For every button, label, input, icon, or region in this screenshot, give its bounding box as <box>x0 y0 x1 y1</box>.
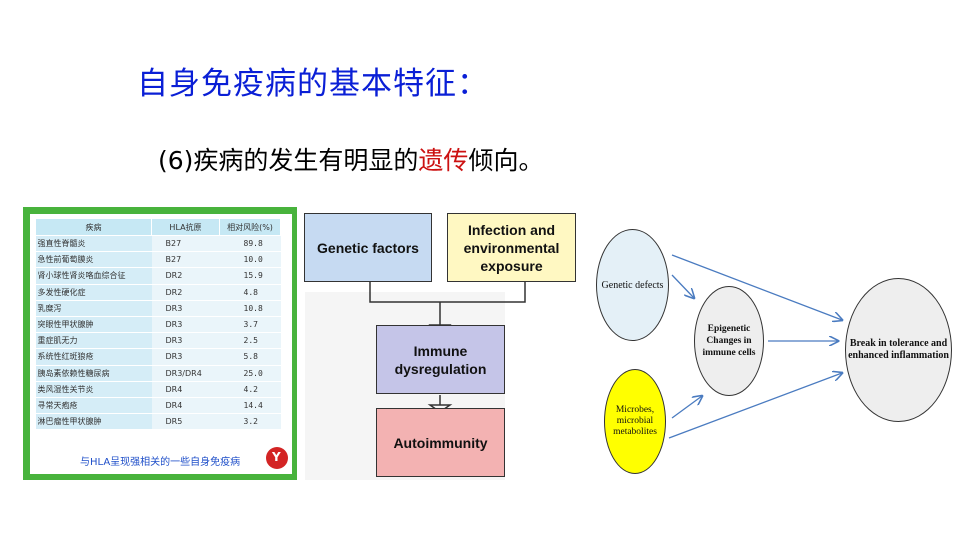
publisher-logo <box>266 447 288 469</box>
table-cell: 10.8 <box>219 300 281 317</box>
table-cell: 25.0 <box>219 365 281 382</box>
table-header-row: 疾病 HLA抗原 相对风险(%) <box>35 218 281 236</box>
table-cell: 10.0 <box>219 251 281 269</box>
table-cell: 类风湿性关节炎 <box>35 381 152 398</box>
table-cell: 强直性脊髓炎 <box>35 235 152 253</box>
table-cell: 突眼性甲状腺肿 <box>35 316 152 334</box>
subtitle-suffix: 倾向。 <box>468 146 544 175</box>
table-cell: 乳糜泻 <box>35 300 152 317</box>
table-cell: 多发性硬化症 <box>35 284 152 301</box>
table-cell: 3.2 <box>219 413 281 431</box>
table-cell: B27 <box>151 235 220 253</box>
arrow <box>671 254 842 320</box>
table-cell: 4.2 <box>219 381 281 398</box>
immune-dysregulation-box: Immune dysregulation <box>376 325 505 394</box>
table-cell: B27 <box>151 251 220 269</box>
arrow <box>668 373 842 439</box>
table-cell: 重症肌无力 <box>35 332 152 350</box>
subtitle-prefix: (6)疾病的发生有明显的 <box>158 146 419 175</box>
table-cell: DR4 <box>151 397 220 415</box>
table-cell: DR3 <box>151 316 220 334</box>
table-cell: DR3 <box>151 348 220 366</box>
arrow <box>671 396 702 419</box>
column-header: 相对风险(%) <box>219 218 281 236</box>
table-cell: DR3 <box>151 332 220 350</box>
table-cell: 14.4 <box>219 397 281 415</box>
column-header: 疾病 <box>35 218 152 236</box>
table-cell: 4.8 <box>219 284 281 301</box>
break-tolerance-oval: Break in tolerance and enhanced inflamma… <box>845 278 952 422</box>
table-cell: 15.9 <box>219 267 281 285</box>
slide-subtitle: (6)疾病的发生有明显的遗传倾向。 <box>158 141 543 177</box>
table-cell: DR3/DR4 <box>151 365 220 382</box>
table-cell: DR2 <box>151 267 220 285</box>
slide-title: 自身免疫病的基本特征： <box>137 66 489 102</box>
table-cell: DR4 <box>151 381 220 398</box>
table-cell: 寻常天疱疮 <box>35 397 152 415</box>
table-caption: 与HLA呈现强相关的一些自身免疫病 <box>80 457 241 468</box>
genetic-factors-box: Genetic factors <box>304 213 432 282</box>
infection-exposure-box: Infection and environmental exposure <box>447 213 576 282</box>
epigenetic-changes-oval: Epigenetic Changes in immune cells <box>694 286 764 396</box>
table-cell: 淋巴瘤性甲状腺肿 <box>35 413 152 431</box>
table-cell: 胰岛素依赖性糖尿病 <box>35 365 152 382</box>
autoimmunity-box: Autoimmunity <box>376 408 505 477</box>
table-cell: 急性前葡萄膜炎 <box>35 251 152 269</box>
table-cell: 5.8 <box>219 348 281 366</box>
microbes-oval: Microbes, microbial metabolites <box>604 369 666 474</box>
genetic-defects-oval: Genetic defects <box>596 229 669 341</box>
table-cell: 2.5 <box>219 332 281 350</box>
table-cell: DR2 <box>151 284 220 301</box>
subtitle-highlight: 遗传 <box>418 146 469 175</box>
table-cell: DR3 <box>151 300 220 317</box>
table-cell: 系统性红斑狼疮 <box>35 348 152 366</box>
table-cell: DR5 <box>151 413 220 431</box>
column-header: HLA抗原 <box>151 218 220 236</box>
table-cell: 89.8 <box>219 235 281 253</box>
table-cell: 肾小球性肾炎咯血综合征 <box>35 267 152 285</box>
arrow <box>671 274 694 298</box>
table-cell: 3.7 <box>219 316 281 334</box>
